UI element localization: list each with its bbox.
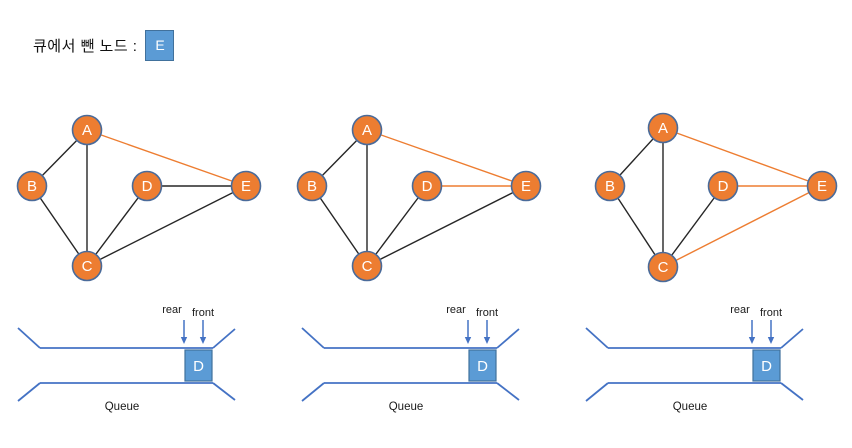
graph-edge-C-D bbox=[366, 185, 428, 267]
graph-edge-A-E bbox=[662, 127, 823, 187]
graph-node-D: D bbox=[707, 170, 739, 202]
queue-rail-line bbox=[496, 382, 520, 401]
graph-node-A: A bbox=[647, 112, 679, 144]
queue-item-box: D bbox=[468, 349, 497, 382]
queue-rail-line bbox=[17, 382, 41, 402]
front-arrowhead bbox=[767, 337, 775, 344]
front-arrowhead bbox=[483, 337, 491, 344]
graph-diagram-1: A B C D E bbox=[16, 114, 262, 282]
rear-label: rear bbox=[446, 304, 466, 316]
queue-rail-line bbox=[301, 327, 325, 349]
graph-node-A: A bbox=[351, 114, 383, 146]
graph-node-label: C bbox=[362, 258, 373, 275]
graph-node-label: C bbox=[82, 258, 93, 275]
graph-node-label: D bbox=[422, 178, 433, 195]
graph-edge-A-E bbox=[366, 129, 527, 187]
graph-edge-C-E bbox=[86, 185, 247, 267]
front-arrowhead bbox=[199, 337, 207, 344]
header: 큐에서 뺀 노드 : E bbox=[33, 29, 175, 61]
front-label: front bbox=[760, 307, 782, 319]
queue-caption: Queue bbox=[389, 401, 424, 413]
graph-edge-B-C bbox=[31, 185, 88, 267]
graph-edge-C-E bbox=[662, 185, 823, 268]
rear-label: rear bbox=[162, 304, 182, 316]
queue-item-box: D bbox=[184, 349, 213, 382]
queue-rail-line bbox=[585, 327, 609, 349]
dequeued-node-value: E bbox=[155, 37, 165, 53]
graph-edge-C-D bbox=[86, 185, 148, 267]
graph-node-label: B bbox=[27, 178, 37, 195]
queue-item-label: D bbox=[193, 358, 204, 375]
graph-edge-C-D bbox=[662, 185, 724, 268]
graph-node-D: D bbox=[131, 170, 163, 202]
dequeued-node-box: E bbox=[145, 29, 175, 61]
graph-node-C: C bbox=[647, 251, 679, 283]
queue-item-label: D bbox=[477, 358, 488, 375]
graph-node-label: A bbox=[82, 122, 92, 139]
queue-rail-line bbox=[212, 328, 236, 349]
graph-node-A: A bbox=[71, 114, 103, 146]
rear-arrowhead bbox=[748, 337, 756, 344]
graph-diagram-3: A B C D E bbox=[594, 112, 838, 283]
rear-arrowhead bbox=[464, 337, 472, 344]
graph-diagram-2: A B C D E bbox=[296, 114, 542, 282]
queue-caption: Queue bbox=[673, 401, 708, 413]
graph-edge-A-E bbox=[86, 129, 247, 187]
graph-node-label: C bbox=[658, 259, 669, 276]
front-label: front bbox=[476, 307, 498, 319]
graph-node-B: B bbox=[16, 170, 48, 202]
queue-rail-line bbox=[17, 327, 41, 349]
graph-edge-B-C bbox=[609, 185, 664, 268]
graph-node-label: B bbox=[307, 178, 317, 195]
queue-rail-line bbox=[780, 328, 804, 349]
rear-label: rear bbox=[730, 304, 750, 316]
dequeued-node-caption: 큐에서 뺀 노드 : bbox=[33, 37, 138, 55]
graph-node-label: E bbox=[521, 178, 531, 195]
graph-edge-C-E bbox=[366, 185, 527, 267]
queue-rail-line bbox=[496, 328, 520, 349]
graph-node-D: D bbox=[411, 170, 443, 202]
queue-item-label: D bbox=[761, 358, 772, 375]
graph-node-label: A bbox=[362, 122, 372, 139]
graph-node-B: B bbox=[296, 170, 328, 202]
graph-node-label: B bbox=[605, 178, 615, 195]
front-label: front bbox=[192, 307, 214, 319]
graph-node-label: D bbox=[142, 178, 153, 195]
graph-node-label: D bbox=[718, 178, 729, 195]
graph-node-C: C bbox=[351, 250, 383, 282]
queue-rail-line bbox=[780, 382, 804, 401]
graph-node-C: C bbox=[71, 250, 103, 282]
graph-node-E: E bbox=[230, 170, 262, 202]
queue-rail-line bbox=[212, 382, 236, 401]
graph-edge-B-C bbox=[311, 185, 368, 267]
queue-rail-line bbox=[301, 382, 325, 402]
graph-node-label: E bbox=[241, 178, 251, 195]
queue-item-box: D bbox=[752, 349, 781, 382]
graph-node-label: A bbox=[658, 120, 668, 137]
rear-arrowhead bbox=[180, 337, 188, 344]
queue-rail-line bbox=[585, 382, 609, 402]
graph-node-E: E bbox=[510, 170, 542, 202]
graph-node-label: E bbox=[817, 178, 827, 195]
graph-node-E: E bbox=[806, 170, 838, 202]
queue-caption: Queue bbox=[105, 401, 140, 413]
graph-node-B: B bbox=[594, 170, 626, 202]
